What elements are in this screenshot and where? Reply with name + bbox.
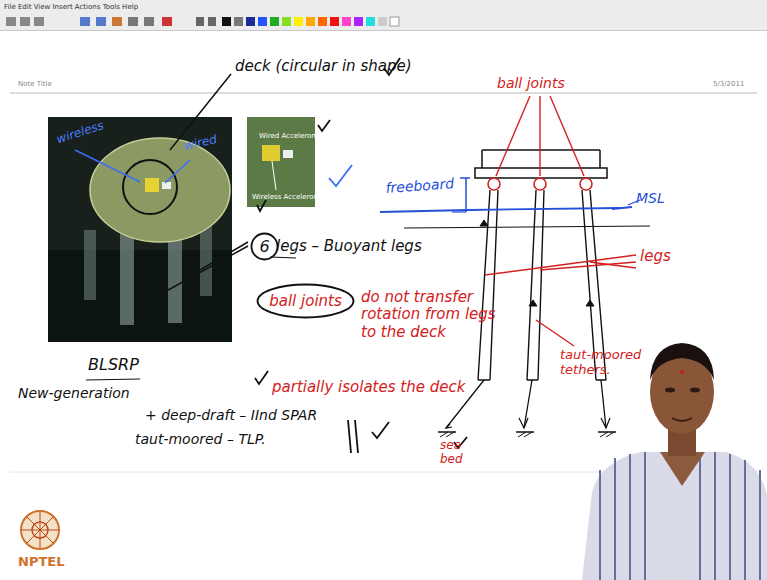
node-text: 6 <box>259 237 269 256</box>
page-date: 5/3/2011 <box>713 80 744 88</box>
callout-number: 6 <box>250 232 279 261</box>
legs-note: legs – Buoyant legs <box>276 238 422 255</box>
sketch-label: taut-moored tethers. <box>560 348 650 378</box>
node-text: ball joints <box>269 292 342 310</box>
logo-text: NPTEL <box>18 555 64 570</box>
circled-term: ball joints <box>256 283 355 319</box>
toolbar-icons <box>6 17 399 26</box>
sketch-label: ball joints <box>497 75 565 91</box>
spar-note: + deep-draft – IInd SPAR <box>145 407 317 423</box>
isolation-note: partially isolates the deck <box>272 379 465 396</box>
lecturer-video <box>582 343 767 580</box>
generation-note: New-generation <box>18 385 130 401</box>
sketch-label: legs <box>640 248 671 265</box>
deck-note: deck (circular in shape) <box>235 58 412 75</box>
nptel-logo <box>21 511 59 549</box>
model-photo <box>48 117 232 342</box>
tlp-note: taut-moored – TLP. <box>135 431 266 447</box>
check-marks <box>255 58 467 453</box>
platform-name: BLSRP <box>88 356 139 374</box>
page-title: Note Title <box>18 80 52 88</box>
toolbar <box>0 0 767 30</box>
sketch-label: MSL <box>636 190 665 206</box>
ball-joint-note: do not transfer rotation from legs to th… <box>361 289 511 341</box>
sketch-label: sea bed <box>440 439 480 467</box>
menu-bar: File Edit View Insert Actions Tools Help <box>4 3 138 11</box>
sketch-label: freeboard <box>385 175 455 196</box>
inset-label: Wired Accelerometer <box>259 132 332 140</box>
inset-label: Wireless Accelerometer <box>252 193 335 201</box>
